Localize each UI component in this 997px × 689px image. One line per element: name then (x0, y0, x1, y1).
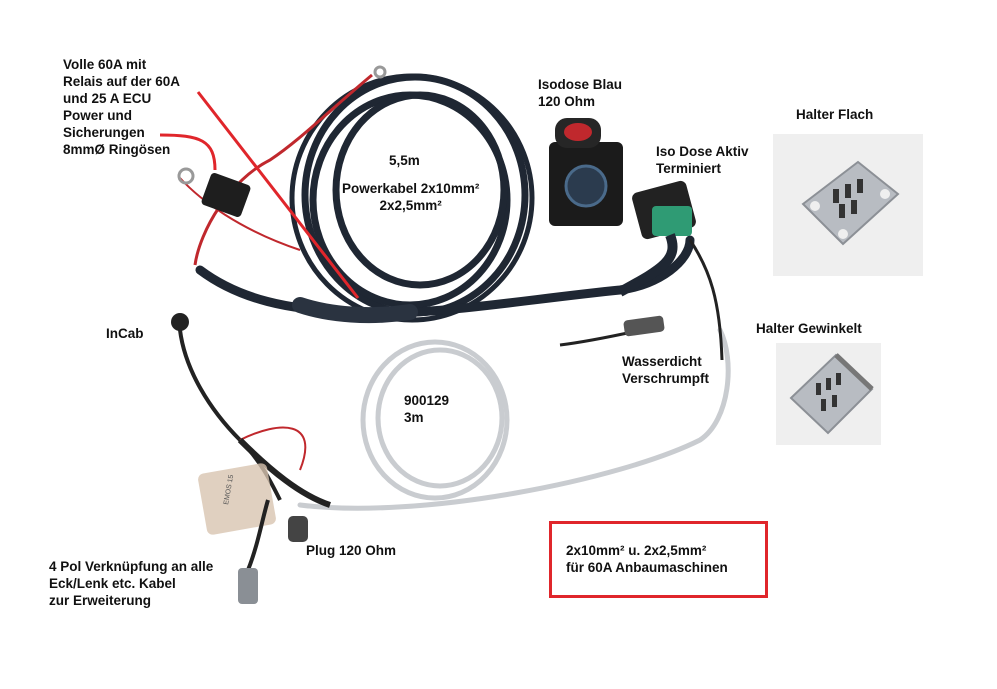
incab-connector (171, 313, 189, 331)
plug-120-ohm-label: Plug 120 Ohm (306, 543, 397, 558)
highlight-text: 2x10mm² u. 2x2,5mm² für 60A Anbaumaschin… (566, 543, 728, 575)
halter-flach-photo (773, 134, 923, 276)
annotation-line-fuse (159, 133, 217, 171)
red-wire-1 (193, 73, 373, 266)
grey-cable-900129 (297, 327, 731, 511)
four-pin-connector (238, 568, 258, 604)
halter-gewinkelt-label: Halter Gewinkelt (756, 321, 862, 336)
four-pol-note: 4 Pol Verknüpfung an alle Eck/Lenk etc. … (49, 559, 214, 608)
fuse-holder (201, 172, 251, 218)
plug-120-ohm (288, 516, 308, 542)
iso-dose-aktiv-label: Iso Dose Aktiv Terminiert (656, 144, 749, 176)
ring-terminal-2 (177, 167, 195, 185)
halter-flach-label: Halter Flach (796, 107, 874, 122)
isodose-blau-label: Isodose Blau 120 Ohm (538, 77, 623, 109)
halter-gewinkelt-photo (776, 343, 881, 445)
power-cable-length: 5,5m (389, 153, 420, 168)
powerkabel-spec: Powerkabel 2x10mm² 2x2,5mm² (342, 181, 480, 213)
relay-note: Volle 60A mit Relais auf der 60A und 25 … (63, 57, 181, 157)
waterproof-connector (623, 315, 665, 337)
waterproof-connector-wire (688, 239, 724, 361)
cable-sleeve (292, 297, 418, 324)
incab-label: InCab (106, 326, 144, 341)
annotation-line-relay (196, 91, 360, 299)
highlight-box: 2x10mm² u. 2x2,5mm² für 60A Anbaumaschin… (549, 521, 768, 598)
red-wire-2 (179, 177, 301, 251)
parts-bag (198, 463, 276, 535)
wasserdicht-label: Wasserdicht Verschrumpft (622, 354, 710, 386)
power-cable-trunk (195, 235, 695, 318)
ring-terminal-1 (373, 65, 387, 79)
part-number-label: 900129 3m (404, 393, 450, 425)
